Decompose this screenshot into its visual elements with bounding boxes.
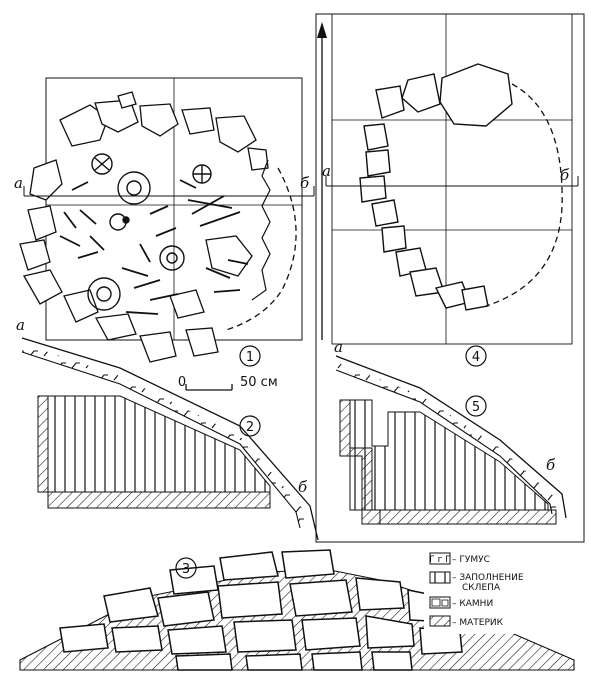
eastern-edge — [251, 159, 271, 301]
stones-wall — [59, 549, 463, 671]
p2-label-a: а — [16, 316, 25, 334]
p2-label-b: б — [298, 478, 308, 496]
stones-ring — [19, 91, 269, 363]
scale-bar: 0 50 см — [178, 375, 278, 391]
legend-bedrock: – МАТЕРИК — [452, 618, 504, 628]
panel-5-section: а б 5 — [334, 338, 567, 525]
legend: Г г Г – ГУМУС – ЗАПОЛНЕНИЕ СКЛЕПА – КАМН… — [424, 548, 586, 634]
p2-number: 2 — [246, 420, 254, 435]
legend-swatch-fill — [429, 571, 451, 584]
p5-label-a: а — [334, 338, 343, 356]
vessels — [87, 153, 212, 311]
dashed-reconstruction — [225, 167, 297, 331]
legend-fill: – ЗАПОЛНЕНИЕ — [452, 573, 524, 583]
bones-scatter — [59, 179, 249, 315]
panel-2-section: а б 2 — [16, 316, 319, 541]
panel-3-elevation: 3 — [19, 549, 575, 671]
legend-stones: – КАМНИ — [452, 599, 493, 609]
dashed-reconstruction-4 — [485, 83, 563, 307]
p5-number: 5 — [472, 400, 480, 415]
p1-number: 1 — [246, 350, 254, 365]
legend-swatch-humus-text: Г г Г — [429, 555, 450, 565]
p3-number: 3 — [182, 562, 190, 577]
p4-label-a: а — [322, 162, 331, 180]
panel-1-plan: а б 1 0 50 см — [14, 77, 315, 391]
p1-label-a: а — [14, 174, 23, 192]
legend-fill-2: СКЛЕПА — [462, 583, 501, 593]
p1-label-b: б — [300, 174, 310, 192]
stones-arc — [359, 63, 513, 311]
legend-humus: – ГУМУС — [452, 555, 490, 565]
p1-number-circle — [239, 345, 261, 367]
scale-zero: 0 — [178, 375, 186, 390]
panel-4-plan: а б 4 — [315, 13, 585, 543]
p4-label-b: б — [560, 166, 570, 184]
p4-number: 4 — [472, 350, 480, 365]
legend-swatch-humus — [429, 552, 451, 565]
p5-label-b: б — [546, 456, 556, 474]
scale-text: 50 см — [240, 375, 278, 390]
legend-swatch-bedrock — [429, 615, 451, 627]
